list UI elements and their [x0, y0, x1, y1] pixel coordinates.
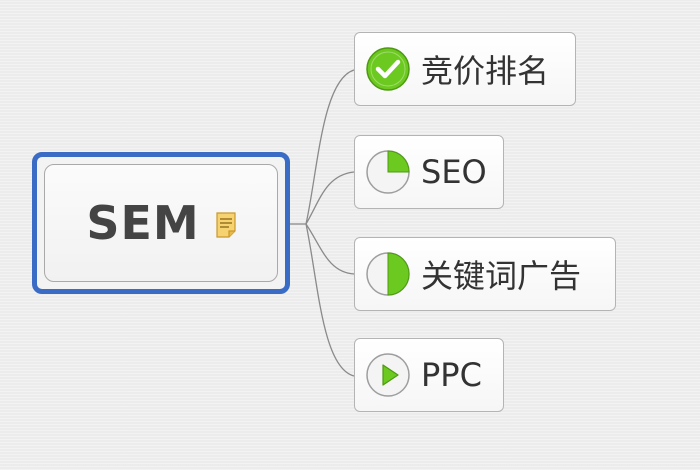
branch-label: 竞价排名 [421, 52, 550, 90]
branch-topic-ppc[interactable]: PPC [354, 338, 504, 412]
branch-label: PPC [421, 356, 482, 394]
branch-label: SEO [421, 153, 487, 191]
branch-topic-keyword-ads[interactable]: 关键词广告 [354, 237, 616, 311]
progress-half-icon [365, 251, 411, 297]
branch-topic-seo[interactable]: SEO [354, 135, 504, 209]
note-icon[interactable] [216, 212, 236, 238]
connector-branch-4 [305, 223, 355, 377]
connector-branch-2 [305, 171, 355, 225]
check-circle-icon [365, 46, 411, 92]
connector-branch-1 [305, 69, 355, 225]
connector-branch-3 [305, 223, 355, 275]
branch-label: 关键词广告 [421, 257, 582, 295]
progress-quarter-icon [365, 149, 411, 195]
central-topic-box: SEM [44, 164, 278, 282]
branch-topic-bidding-ranking[interactable]: 竞价排名 [354, 32, 576, 106]
central-topic-sem[interactable]: SEM [32, 152, 290, 294]
play-circle-icon [365, 352, 411, 398]
central-topic-label: SEM [86, 196, 200, 250]
